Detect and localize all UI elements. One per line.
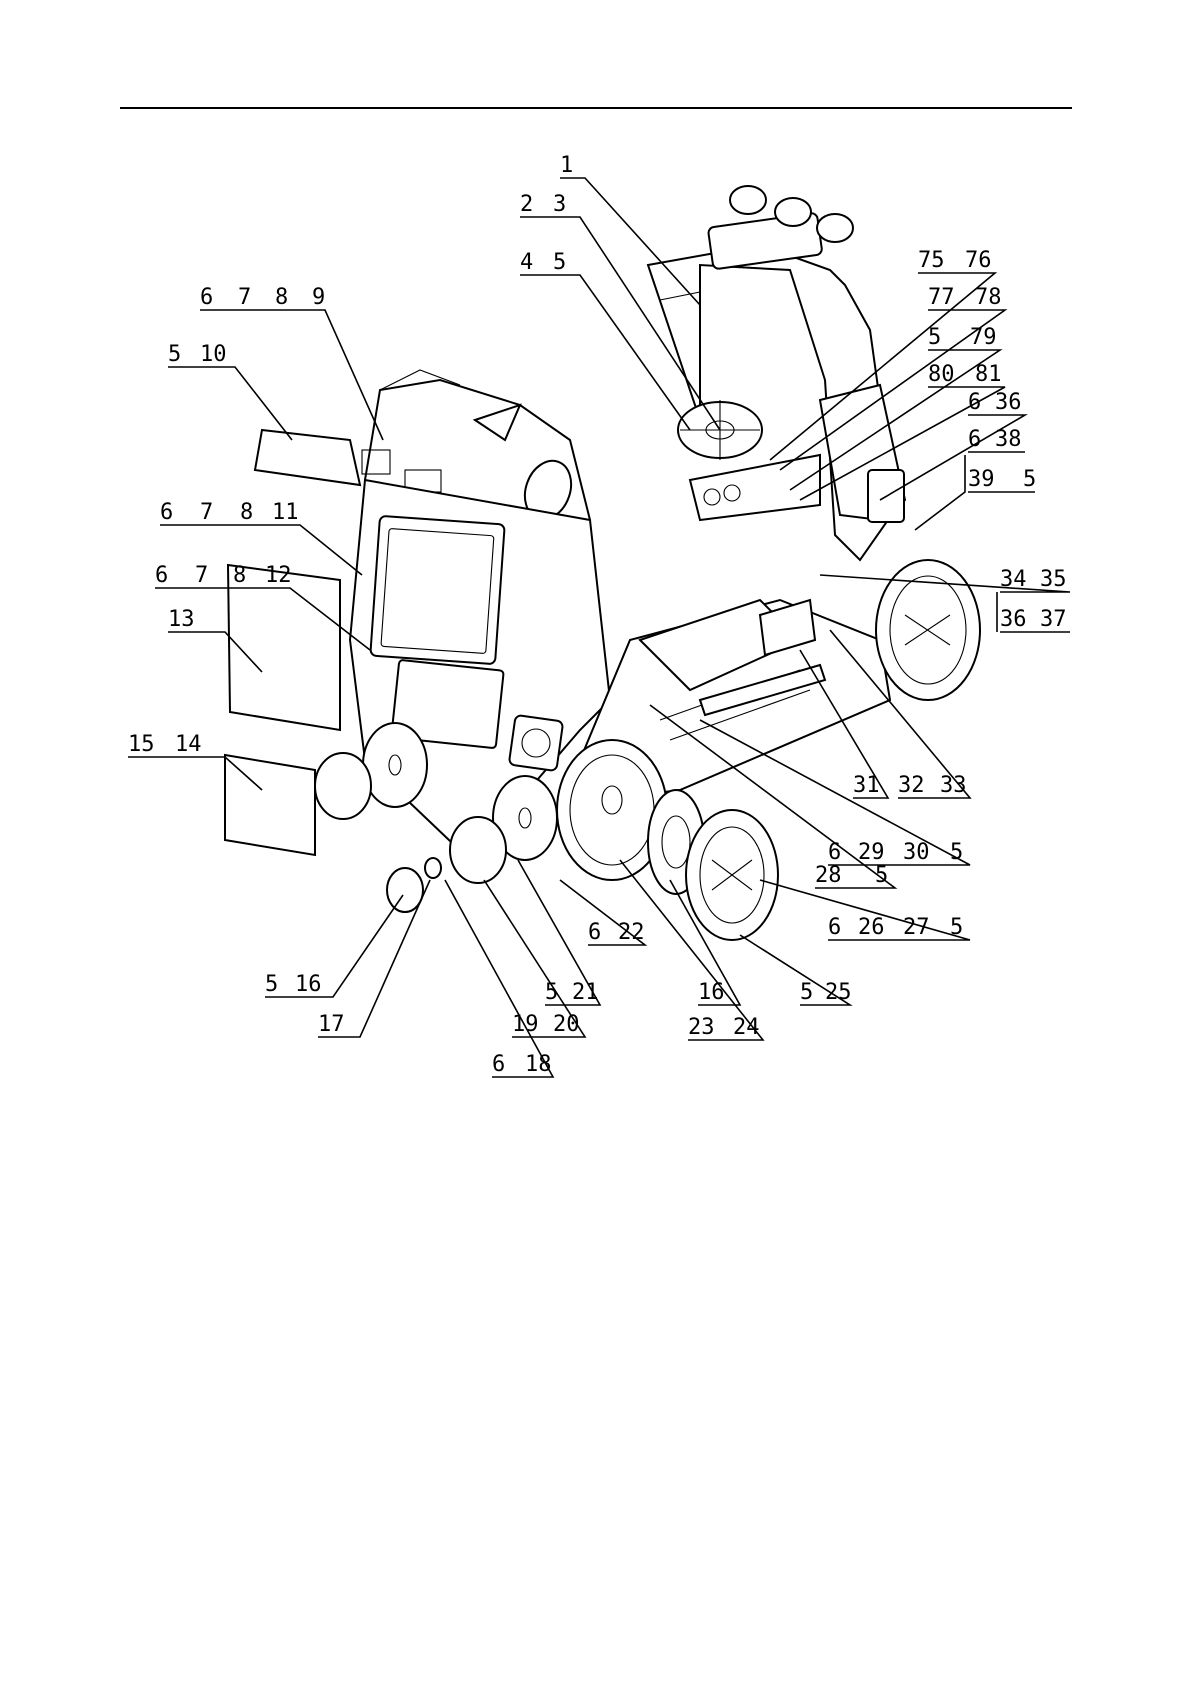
callout-label: 11: [272, 500, 299, 525]
callout-label: 20: [553, 1012, 580, 1037]
callout-label: 5: [950, 840, 963, 865]
callout-label: 3: [553, 192, 566, 217]
callout-label: 8: [233, 563, 246, 588]
callout-label: 30: [903, 840, 930, 865]
callout-label: 17: [318, 1012, 345, 1037]
callout-label: 28: [815, 863, 842, 888]
callout-label: 75: [918, 248, 945, 273]
callout-label: 6: [828, 840, 841, 865]
callout-label: 10: [200, 342, 227, 367]
callout-label: 81: [975, 362, 1002, 387]
callout-label: 6: [968, 427, 981, 452]
callout-label: 18: [525, 1052, 552, 1077]
callout-label: 5: [875, 863, 888, 888]
callout-label: 6: [200, 285, 213, 310]
callout-label: 13: [168, 607, 195, 632]
callout-label: 15: [128, 732, 155, 757]
callout-label: 8: [240, 500, 253, 525]
callout-label: 36: [995, 390, 1022, 415]
callout-label: 5: [168, 342, 181, 367]
callout-label: 39: [968, 467, 995, 492]
callout-label: 7: [238, 285, 251, 310]
callout-label: 4: [520, 250, 533, 275]
callout-label: 76: [965, 248, 992, 273]
callout-label: 25: [825, 980, 852, 1005]
callout-label: 5: [553, 250, 566, 275]
callout-label: 78: [975, 285, 1002, 310]
callout-label: 7: [200, 500, 213, 525]
machine-illustration: [225, 186, 980, 940]
callout-label: 36: [1000, 607, 1027, 632]
callout-label: 16: [295, 972, 322, 997]
callout-label: 5: [950, 915, 963, 940]
callout-label: 7: [195, 563, 208, 588]
callout-label: 6: [492, 1052, 505, 1077]
callout-label: 16: [698, 980, 725, 1005]
callout-label: 31: [853, 773, 880, 798]
callout-label: 5: [265, 972, 278, 997]
callout-label: 19: [512, 1012, 539, 1037]
callout-label: 27: [903, 915, 930, 940]
callout-label: 32: [898, 773, 925, 798]
callout-label: 77: [928, 285, 955, 310]
callout-label: 6: [968, 390, 981, 415]
callout-label: 5: [545, 980, 558, 1005]
callout-label: 37: [1040, 607, 1067, 632]
callout-label: 5: [1023, 467, 1036, 492]
callout-label: 6: [160, 500, 173, 525]
callout-label: 79: [970, 325, 997, 350]
callout-label: 14: [175, 732, 202, 757]
callout-label: 21: [572, 980, 599, 1005]
callout-label: 9: [312, 285, 325, 310]
callout-label: 26: [858, 915, 885, 940]
callout-label: 6: [155, 563, 168, 588]
callout-label: 8: [275, 285, 288, 310]
callout-label: 6: [588, 920, 601, 945]
callout-label: 5: [800, 980, 813, 1005]
callout-label: 34: [1000, 567, 1027, 592]
callout-label: 6: [828, 915, 841, 940]
callout-label: 2: [520, 192, 533, 217]
callout-label: 35: [1040, 567, 1067, 592]
callout-label: 38: [995, 427, 1022, 452]
callout-label: 24: [733, 1015, 760, 1040]
callout-label: 5: [928, 325, 941, 350]
callout-label: 29: [858, 840, 885, 865]
callout-label: 1: [560, 153, 573, 178]
callout-label: 33: [940, 773, 967, 798]
callout-label: 80: [928, 362, 955, 387]
callout-label: 22: [618, 920, 645, 945]
callout-label: 12: [265, 563, 292, 588]
callout-label: 23: [688, 1015, 715, 1040]
